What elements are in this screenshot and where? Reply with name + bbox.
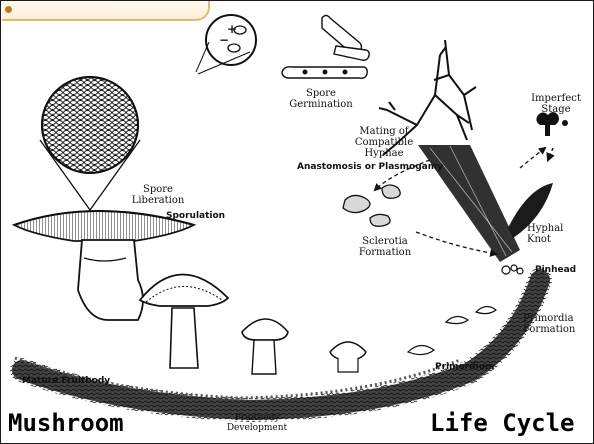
pinhead-cluster <box>502 265 523 274</box>
germinating-spores <box>282 16 369 79</box>
primordium-label: Primordium <box>435 362 494 373</box>
mature-fruitbody-label: Mature Fruitbody <box>22 376 110 387</box>
spore-liberation-line-1: Spore <box>126 184 190 195</box>
primordia-formation-line-1: Primordia <box>523 313 575 324</box>
imperfect-stage-line-2: Stage <box>525 104 587 115</box>
mating-line-3: Hyphae <box>348 148 420 159</box>
sclerotia-line-2: Formation <box>356 247 414 258</box>
spore-germination-label: Spore Germination <box>286 88 356 110</box>
primordia-bumps <box>408 306 496 354</box>
title-life-cycle: Life Cycle <box>430 410 575 436</box>
pinhead-label: Pinhead <box>535 265 576 276</box>
fruitbody-development-line-2: Development <box>212 423 302 433</box>
primordia-formation-line-2: Formation <box>523 324 575 335</box>
gill-cross-section <box>40 77 140 210</box>
fruitbody-development-label: Fruitbody Development <box>212 413 302 433</box>
primordia-formation-label: Primordia Formation <box>523 313 575 335</box>
title-mushroom: Mushroom <box>8 410 124 436</box>
sporulation-label: Sporulation <box>166 211 225 222</box>
mating-line-2: Compatible <box>348 137 420 148</box>
fruitbody-development-line-1: Fruitbody <box>212 413 302 423</box>
anastomosis-label: Anastomosis or Plasmogamy <box>297 162 443 173</box>
sclerotia-line-1: Sclerotia <box>356 236 414 247</box>
imperfect-stage-conidiophore <box>536 112 568 160</box>
minus-mating-type-label: − <box>219 35 229 46</box>
primordium-button <box>330 342 366 372</box>
spore-germination-line-1: Spore <box>286 88 356 99</box>
spore-liberation-label: Spore Liberation <box>126 184 190 206</box>
imperfect-stage-label: Imperfect Stage <box>525 93 587 115</box>
young-fruitbody <box>242 319 288 374</box>
mating-line-1: Mating of <box>348 126 420 137</box>
mating-label: Mating of Compatible Hyphae <box>348 126 420 159</box>
developing-fruitbody <box>140 274 228 368</box>
hyphal-knot-label: Hyphal Knot <box>527 223 563 245</box>
sclerotia-label: Sclerotia Formation <box>356 236 414 258</box>
spore-germination-line-2: Germination <box>286 99 356 110</box>
hyphal-knot-line-1: Hyphal <box>527 223 563 234</box>
sclerotia-bodies <box>343 185 400 226</box>
spore-liberation-line-2: Liberation <box>126 195 190 206</box>
imperfect-stage-line-1: Imperfect <box>525 93 587 104</box>
hyphal-knot-line-2: Knot <box>527 234 563 245</box>
